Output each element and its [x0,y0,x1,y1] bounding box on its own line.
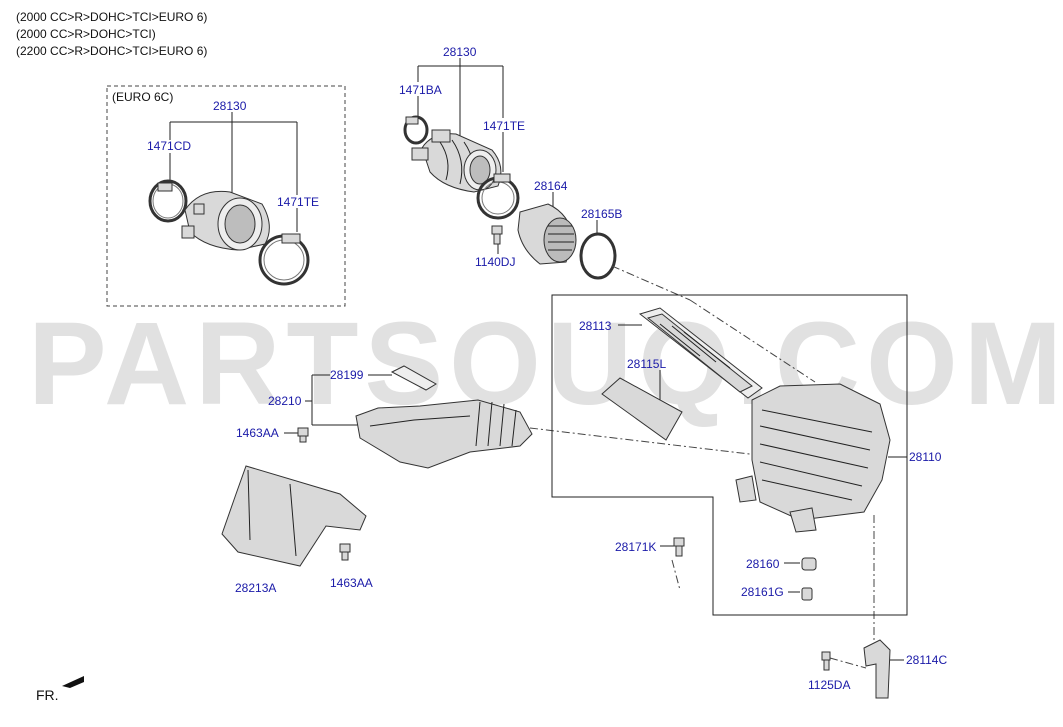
grommet-1463AA-top[interactable] [297,427,309,443]
label-28113[interactable]: 28113 [579,319,612,333]
label-inset-28130[interactable]: 28130 [213,99,247,113]
label-28210[interactable]: 28210 [268,394,302,408]
dash-line-28171K [671,559,681,591]
dash-line-duct-box [529,427,759,456]
hose-28130[interactable] [411,129,502,193]
duct-28210[interactable] [355,399,533,469]
header-note-3: (2200 CC>R>DOHC>TCI>EURO 6) [16,44,208,58]
label-sticker-28199[interactable] [390,365,437,391]
cover-28213A[interactable] [221,465,367,567]
inset-title: (EURO 6C) [112,90,173,104]
air-cleaner-body-28110[interactable] [735,383,891,533]
inset-frame [106,85,346,307]
label-1471TE[interactable]: 1471TE [483,119,525,133]
label-28114C[interactable]: 28114C [906,653,947,667]
header-note-2: (2000 CC>R>DOHC>TCI) [16,27,156,41]
clamp-1471TE[interactable] [476,173,520,220]
label-28160[interactable]: 28160 [746,557,780,571]
bolt-1140DJ[interactable] [491,225,503,245]
label-28213A[interactable]: 28213A [235,581,276,595]
clamp-1471BA[interactable] [403,115,429,145]
label-inset-1471TE[interactable]: 1471TE [277,195,319,209]
label-1125DA[interactable]: 1125DA [808,678,850,692]
oring-28165B[interactable] [579,232,617,280]
sensor-28164[interactable] [517,203,577,265]
label-1463AA-bottom[interactable]: 1463AA [330,576,373,590]
filter-28113[interactable] [638,307,763,399]
main-leader-lines [284,324,907,661]
fr-label: FR. [36,687,59,703]
label-28110[interactable]: 28110 [909,450,942,464]
label-28199[interactable]: 28199 [330,368,364,382]
label-28130[interactable]: 28130 [443,45,477,59]
dash-line-sensor-box [611,265,691,301]
top-leader-lines [417,58,598,254]
fr-arrow-icon [62,676,84,688]
label-28171K[interactable]: 28171K [615,540,656,554]
label-1471BA[interactable]: 1471BA [399,83,442,97]
inset-clamp-1471TE[interactable] [258,233,310,286]
header-note-1: (2000 CC>R>DOHC>TCI>EURO 6) [16,10,208,24]
insulator-28115L[interactable] [601,377,683,441]
grommet-28160[interactable] [801,557,817,571]
label-28161G[interactable]: 28161G [741,585,784,599]
inset-clamp-1471CD[interactable] [148,179,188,223]
dash-line-1125DA [829,657,867,669]
bolt-28171K[interactable] [673,537,685,557]
grommet-1463AA-bottom[interactable] [339,543,351,561]
inset-hose-28130[interactable] [181,190,270,251]
pin-28161G[interactable] [801,587,813,601]
bracket-28114C[interactable] [863,639,891,699]
label-28164[interactable]: 28164 [534,179,568,193]
label-inset-1471CD[interactable]: 1471CD [147,139,191,153]
inset-leader-lines [169,112,298,232]
label-1140DJ[interactable]: 1140DJ [475,255,515,269]
label-28165B[interactable]: 28165B [581,207,622,221]
label-1463AA-top[interactable]: 1463AA [236,426,279,440]
watermark: PARTSOUQ.COM [28,298,1063,430]
dash-line-box-top [689,299,816,383]
label-28115L[interactable]: 28115L [627,357,666,371]
bolt-1125DA[interactable] [821,651,831,671]
air-cleaner-frame [551,294,908,616]
